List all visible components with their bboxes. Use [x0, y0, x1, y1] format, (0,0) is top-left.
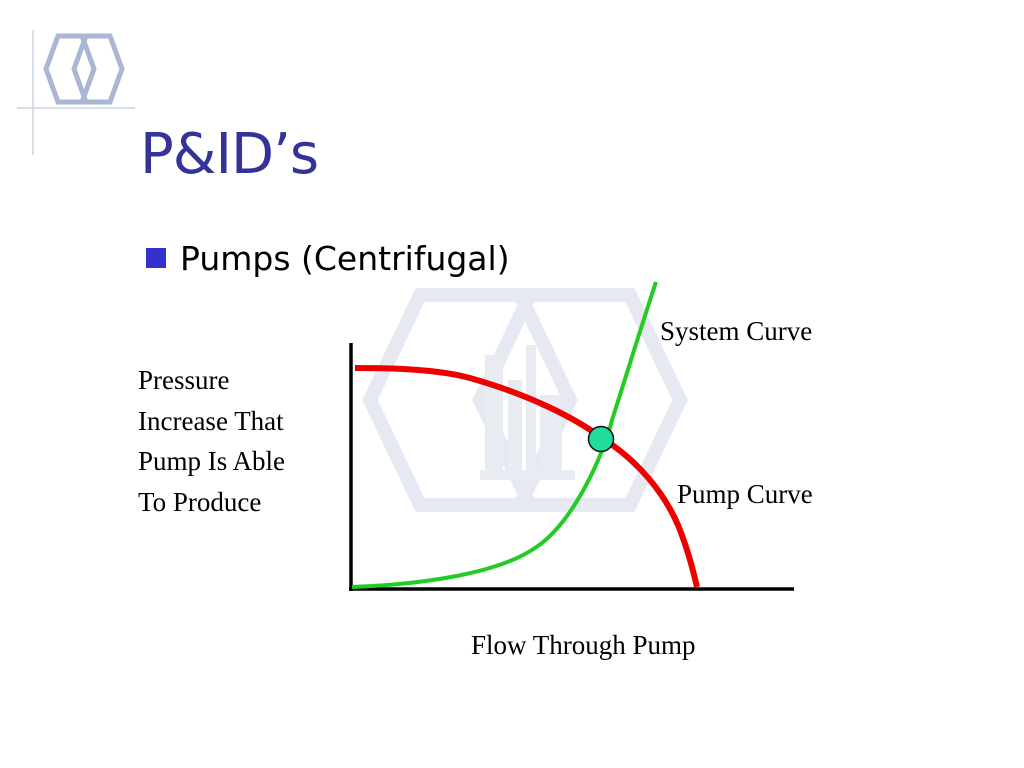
y-axis-label-line: Pump Is Able	[138, 446, 286, 476]
system-curve-label: System Curve	[660, 316, 813, 346]
bullet-text: Pumps (Centrifugal)	[180, 238, 510, 278]
bullet-item: Pumps (Centrifugal)	[146, 236, 510, 280]
x-axis-label: Flow Through Pump	[471, 630, 696, 660]
operating-point	[587, 425, 615, 453]
slide-title: P&ID’s	[140, 122, 319, 187]
y-axis-label: Pressure Increase That Pump Is Able To P…	[138, 360, 348, 522]
hexagon-factory-watermark-icon	[362, 288, 688, 512]
pump-curve-label: Pump Curve	[677, 479, 813, 509]
y-axis-label-line: To Produce	[138, 486, 262, 517]
double-hexagon-logo-icon	[17, 30, 135, 155]
y-axis-label-line: Increase That	[138, 405, 284, 436]
bullet-square-icon	[146, 248, 166, 268]
y-axis-label-line: Pressure	[138, 365, 230, 395]
system-curve	[351, 281, 658, 589]
